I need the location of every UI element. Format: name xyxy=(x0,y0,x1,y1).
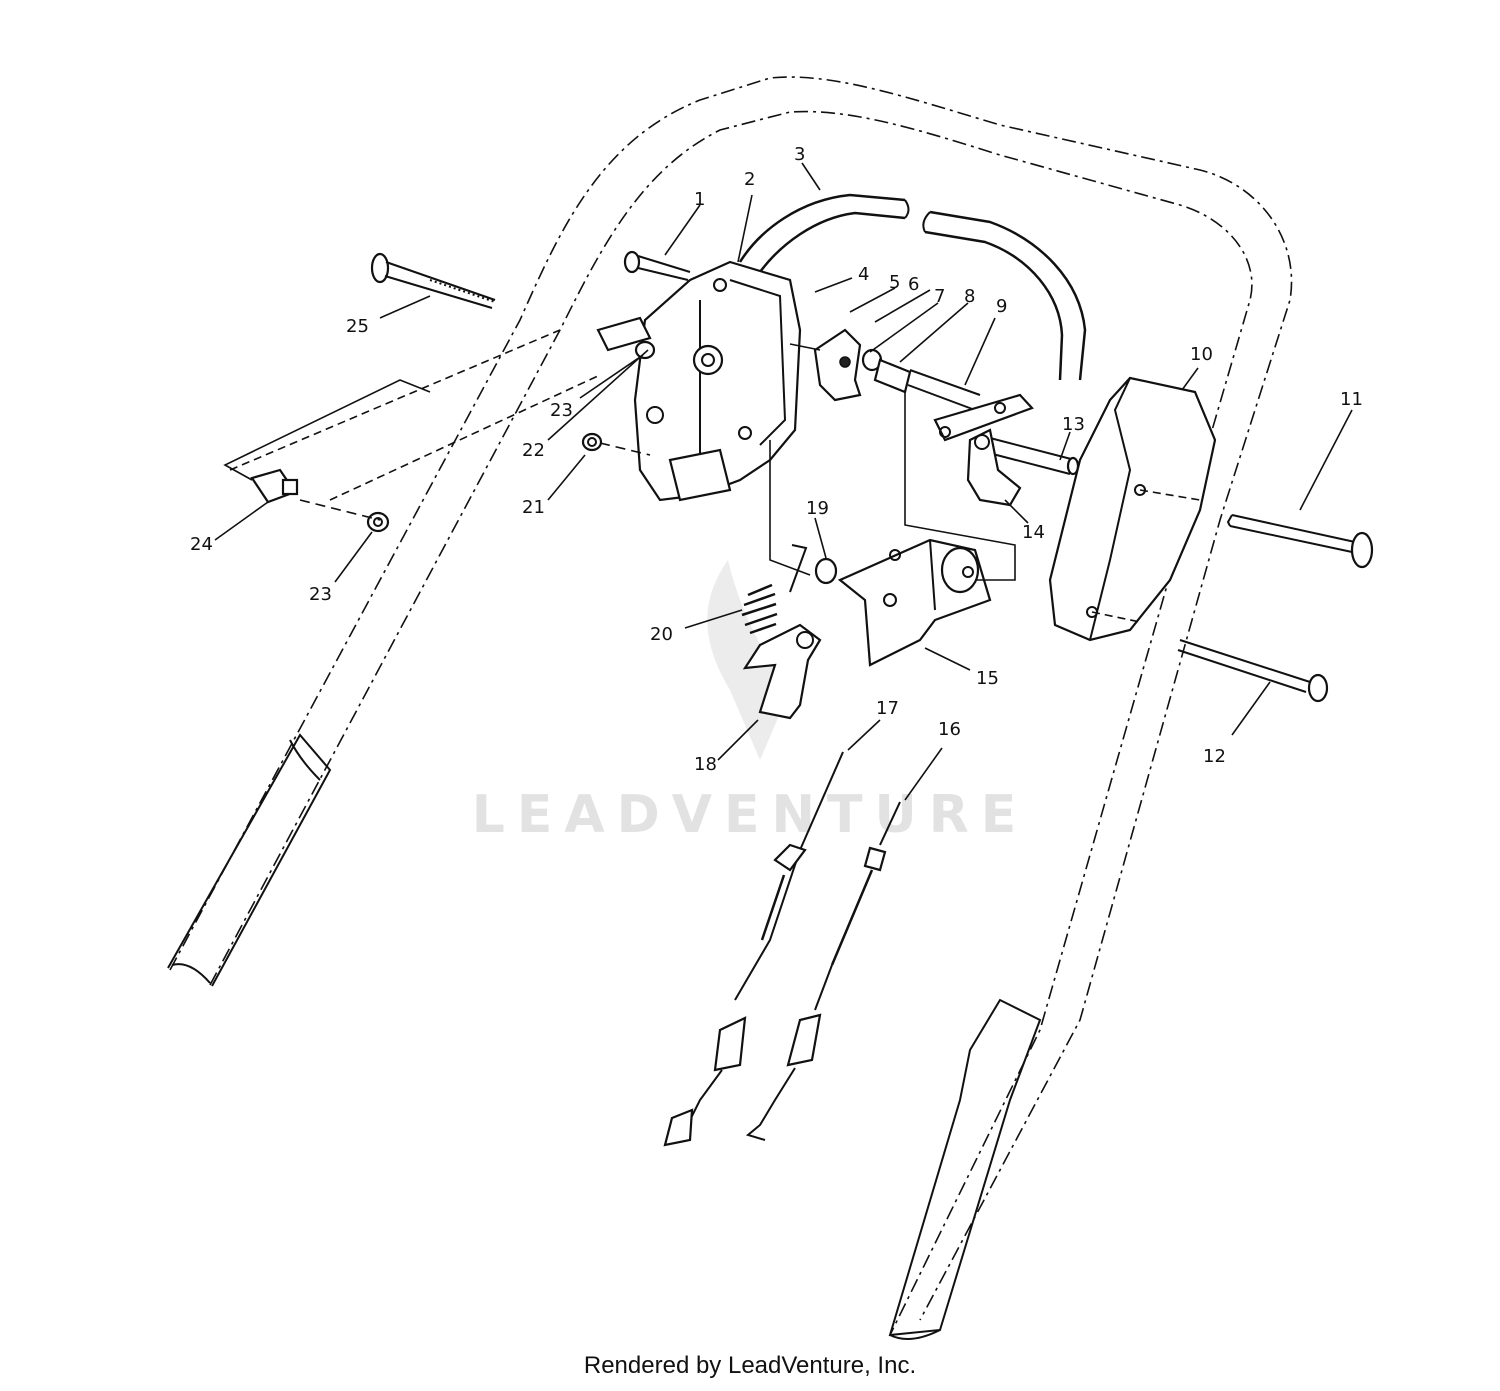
callout-3: 3 xyxy=(794,144,805,165)
assembly-lines xyxy=(223,329,1201,623)
cable-17 xyxy=(663,751,844,1147)
callout-18: 18 xyxy=(694,754,717,775)
callout-10: 10 xyxy=(1190,344,1213,365)
callout-5: 5 xyxy=(889,272,900,293)
nut-23-upper xyxy=(634,340,656,360)
lever-14 xyxy=(966,428,1022,507)
callout-23-lower: 23 xyxy=(309,584,332,605)
callout-4: 4 xyxy=(858,264,869,285)
callout-14: 14 xyxy=(1022,522,1045,543)
bolt-12 xyxy=(1177,639,1329,703)
callout-23-upper: 23 xyxy=(550,400,573,421)
lever-18 xyxy=(742,623,822,720)
bolt-25 xyxy=(370,252,496,309)
callout-19: 19 xyxy=(806,498,829,519)
control-housing-right xyxy=(1048,376,1217,642)
bail-handle xyxy=(738,193,1087,381)
callout-11: 11 xyxy=(1340,389,1363,410)
screw-1 xyxy=(623,250,691,281)
callout-22: 22 xyxy=(522,440,545,461)
watermark-text: LEADVENTURE xyxy=(472,785,1029,845)
bolt-11 xyxy=(1226,514,1374,569)
callout-25: 25 xyxy=(346,316,369,337)
cam-6 xyxy=(813,328,862,402)
nut-23-lower xyxy=(366,511,390,533)
pin-13 xyxy=(984,437,1080,476)
callout-12: 12 xyxy=(1203,746,1226,767)
part-callouts: 1 2 3 4 5 6 7 8 9 10 11 12 13 14 15 16 1… xyxy=(190,144,1363,775)
callout-8: 8 xyxy=(964,286,975,307)
housing-tab-left xyxy=(596,316,652,352)
right-handle-lower xyxy=(888,998,1042,1340)
callout-21: 21 xyxy=(522,497,545,518)
callout-1: 1 xyxy=(694,189,705,210)
footer-credit: Rendered by LeadVenture, Inc. xyxy=(583,1352,917,1379)
callout-9: 9 xyxy=(996,296,1007,317)
rod-9 xyxy=(907,369,1034,442)
nut-21 xyxy=(581,432,603,452)
callout-17: 17 xyxy=(876,698,899,719)
spring-20 xyxy=(741,544,808,635)
callout-20: 20 xyxy=(650,624,673,645)
connector-24 xyxy=(250,468,299,504)
handle-tube-outline xyxy=(169,76,1293,1336)
callout-15: 15 xyxy=(976,668,999,689)
shaft-8 xyxy=(873,358,912,394)
callout-24: 24 xyxy=(190,534,213,555)
left-handle-lower xyxy=(167,733,332,987)
callout-13: 13 xyxy=(1062,414,1085,435)
bracket-15 xyxy=(837,538,992,667)
callout-2: 2 xyxy=(744,169,755,190)
callout-6: 6 xyxy=(908,274,919,295)
washer-19 xyxy=(814,557,838,585)
control-housing-left xyxy=(633,260,802,502)
callout-16: 16 xyxy=(938,719,961,740)
cable-16 xyxy=(745,801,901,1141)
leader-lines xyxy=(214,162,1353,801)
callout-7: 7 xyxy=(934,286,945,307)
